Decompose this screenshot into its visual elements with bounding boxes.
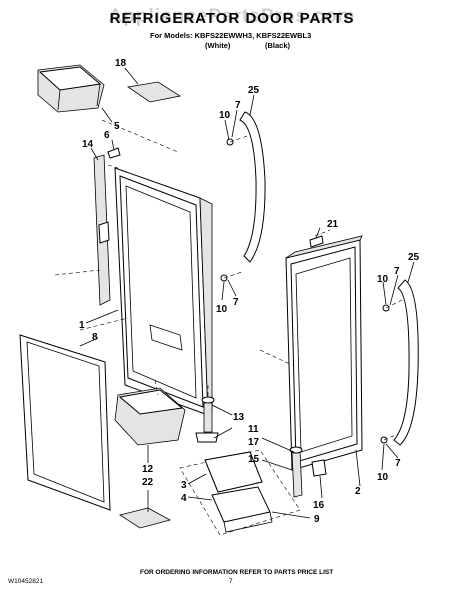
callout-1: 1 [79,320,85,331]
shelf-liner-lower[interactable] [119,507,172,529]
door-bin-top[interactable] [37,64,105,113]
callout-12: 12 [142,464,154,475]
callout-3: 3 [181,480,187,491]
callout-10-b: 10 [216,304,228,315]
callout-16: 16 [313,500,325,511]
callout-8: 8 [92,332,98,343]
callout-7-d: 7 [395,458,401,469]
callout-18: 18 [115,58,127,69]
right-handle[interactable] [393,279,419,446]
variant-black-label: (Black) [265,41,291,50]
callout-7-c: 7 [394,266,400,277]
models-line: For Models: KBFS22EWWH3, KBFS22EWBL3 [150,31,312,40]
ordering-info: FOR ORDERING INFORMATION REFER TO PARTS … [140,569,334,576]
callout-22: 22 [142,477,154,488]
page-number: 7 [229,578,233,585]
right-door[interactable] [285,235,363,471]
callout-2: 2 [355,486,361,497]
screw-6[interactable] [107,147,121,159]
door-gasket[interactable] [19,334,111,511]
callout-25-a: 25 [248,85,260,96]
callout-4: 4 [181,493,187,504]
callout-25-b: 25 [408,252,420,263]
callout-10-d: 10 [377,472,389,483]
callout-11: 11 [248,424,259,435]
callout-17: 17 [248,437,260,448]
dispenser-bin-assembly[interactable] [179,449,301,536]
hinge-strip[interactable] [93,154,111,306]
callout-10-c: 10 [377,274,389,285]
callout-7-a: 7 [235,100,241,111]
callout-6: 6 [104,130,110,141]
watermark: AppliancePartsPros.com [108,6,356,27]
callout-14: 14 [82,139,94,150]
callout-21: 21 [327,219,339,230]
doc-number: W10452821 [8,578,44,585]
handle-screws-right[interactable] [380,304,390,444]
handle-screws-left[interactable] [220,138,234,282]
page-title: REFRIGERATOR DOOR PARTS [109,10,355,27]
callout-15: 15 [248,454,260,465]
door-bin-lower[interactable] [114,387,186,446]
left-handle[interactable] [239,111,266,263]
hinge-pin-21[interactable] [309,235,324,248]
variant-white-label: (White) [205,41,231,50]
left-door[interactable] [114,167,213,417]
callout-5: 5 [114,121,120,132]
callout-13: 13 [233,412,245,423]
shelf-liner-top[interactable] [126,81,182,103]
callout-10-a: 10 [219,110,231,121]
callout-9: 9 [314,514,320,525]
callout-7-b: 7 [233,297,239,308]
cap-16[interactable] [311,459,327,477]
